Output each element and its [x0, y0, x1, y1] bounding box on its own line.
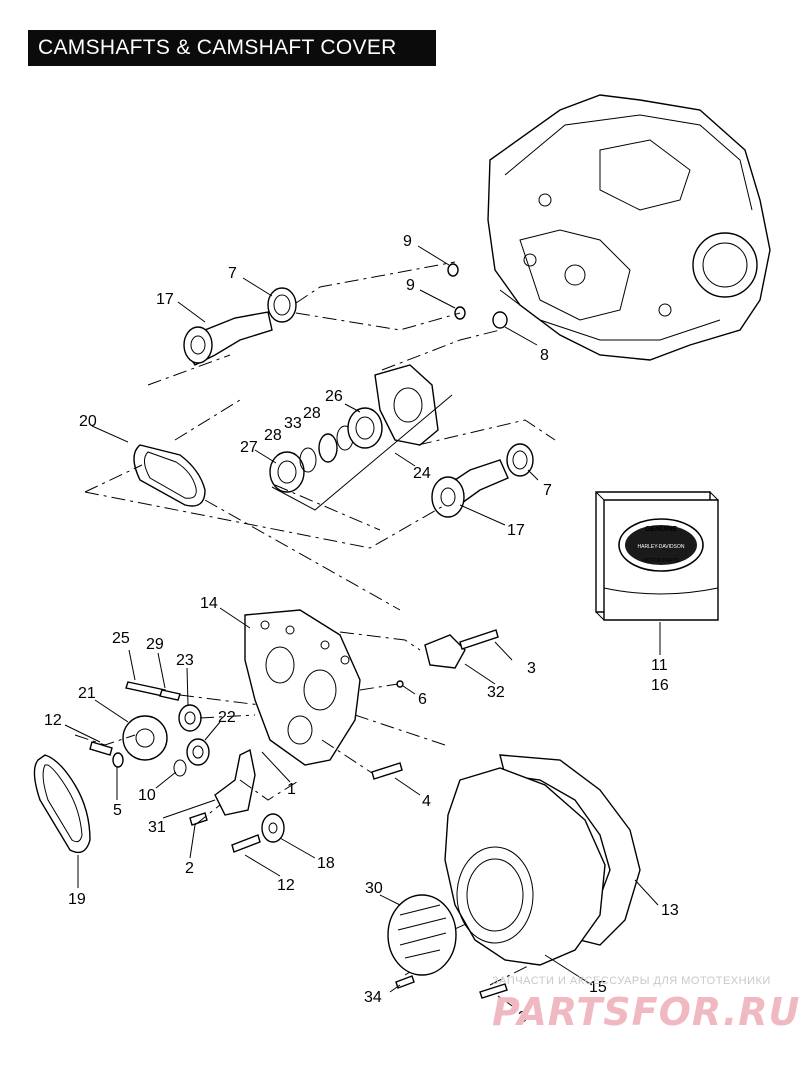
callout-15: 15: [589, 979, 607, 996]
callout-28: 28: [303, 405, 321, 422]
callout-24: 24: [413, 465, 431, 482]
camshaft-rear: [431, 459, 509, 518]
callout-7: 7: [228, 265, 237, 282]
callout-17: 17: [156, 291, 174, 308]
callout-23: 23: [176, 652, 194, 669]
callout-2: 2: [185, 860, 194, 877]
kit-logo-line-2: HARLEY-DAVIDSON: [638, 544, 685, 550]
leader-lines: [64, 245, 661, 1011]
callout-9: 9: [403, 233, 412, 250]
retaining-ring-10: [173, 759, 187, 777]
washer-22: [186, 738, 210, 766]
sprocket-21: [122, 715, 168, 761]
callout-33: 33: [284, 415, 302, 432]
callout-20: 20: [79, 413, 97, 430]
callout-11: 11: [651, 657, 668, 674]
callout-32: 32: [487, 684, 505, 701]
bearing-26: [347, 407, 383, 449]
cam-support-plate: [244, 609, 361, 766]
roller-bearing-7-upper: [267, 287, 297, 323]
cover-trim-30: [387, 894, 457, 976]
callout-25: 25: [112, 630, 130, 647]
callout-14: 14: [200, 595, 218, 612]
spring-25: [125, 681, 166, 697]
callout-12: 12: [44, 712, 62, 729]
callout-28: 28: [264, 427, 282, 444]
kit-logo-line-1: GENUINE: [645, 526, 677, 533]
bolt-12-lower: [231, 834, 261, 853]
callout-9: 9: [406, 277, 415, 294]
o-ring-9-upper: [447, 263, 459, 277]
washer-23: [178, 704, 202, 732]
callout-27: 27: [240, 439, 258, 456]
callout-34: 34: [364, 989, 382, 1006]
watermark-caption: ЗАПЧАСТИ И АКСЕССУАРЫ ДЛЯ МОТОТЕХНИКИ: [492, 975, 771, 987]
callout-22: 22: [218, 709, 236, 726]
callout-31: 31: [148, 819, 166, 836]
page-title: CAMSHAFTS & CAMSHAFT COVER: [28, 30, 436, 66]
callout-30: 30: [365, 880, 383, 897]
camshaft-cover: [444, 767, 606, 966]
bolt-4: [371, 762, 403, 780]
callout-17: 17: [507, 522, 525, 539]
callout-7: 7: [543, 482, 552, 499]
sprocket-18: [261, 813, 285, 843]
washer-5: [112, 752, 124, 768]
callout-29: 29: [146, 636, 164, 653]
roller-bearing-7-lower: [506, 443, 534, 477]
spacer-33: [318, 433, 338, 463]
callout-18: 18: [317, 855, 335, 872]
callout-8: 8: [540, 347, 549, 364]
bearing-27: [269, 451, 305, 493]
retaining-ring-28-lower: [299, 447, 317, 473]
secondary-cam-chain: [133, 444, 206, 507]
watermark-logo: PARTSFOR.RU: [492, 990, 800, 1034]
callout-13: 13: [661, 902, 679, 919]
bolt-12: [89, 741, 113, 756]
callout-21: 21: [78, 685, 96, 702]
callout-3: 3: [527, 660, 536, 677]
chain-tensioner-31: [214, 748, 256, 816]
callout-4: 4: [422, 793, 431, 810]
camshaft-front: [183, 311, 273, 366]
callout-19: 19: [68, 891, 86, 908]
bolt-3-lower: [479, 983, 508, 999]
screw-34: [395, 975, 415, 989]
callout-26: 26: [325, 388, 343, 405]
o-ring-8: [492, 311, 508, 329]
bolt-3-upper: [459, 629, 499, 650]
callout-6: 6: [418, 691, 427, 708]
callout-5: 5: [113, 802, 122, 819]
screw-2: [189, 812, 208, 826]
callout-numbers: 9 9 7 17 8 20 26 28 33 28 27 24 7 17 14 …: [44, 233, 679, 1026]
callout-10: 10: [138, 787, 156, 804]
chain-tensioner-32: [424, 634, 466, 669]
callout-12: 12: [277, 877, 295, 894]
cam-support-plate-housing: [374, 364, 439, 446]
callout-1: 1: [287, 781, 296, 798]
chain-19: [33, 754, 91, 854]
crankcase: [487, 94, 771, 361]
pin-29: [159, 689, 181, 701]
parts-kit-box: GENUINE HARLEY-DAVIDSON MOTOR PARTS: [595, 491, 719, 621]
callout-16: 16: [651, 677, 669, 694]
callout-3: 3: [518, 1009, 527, 1026]
kit-logo-line-3: MOTOR PARTS: [643, 558, 680, 564]
